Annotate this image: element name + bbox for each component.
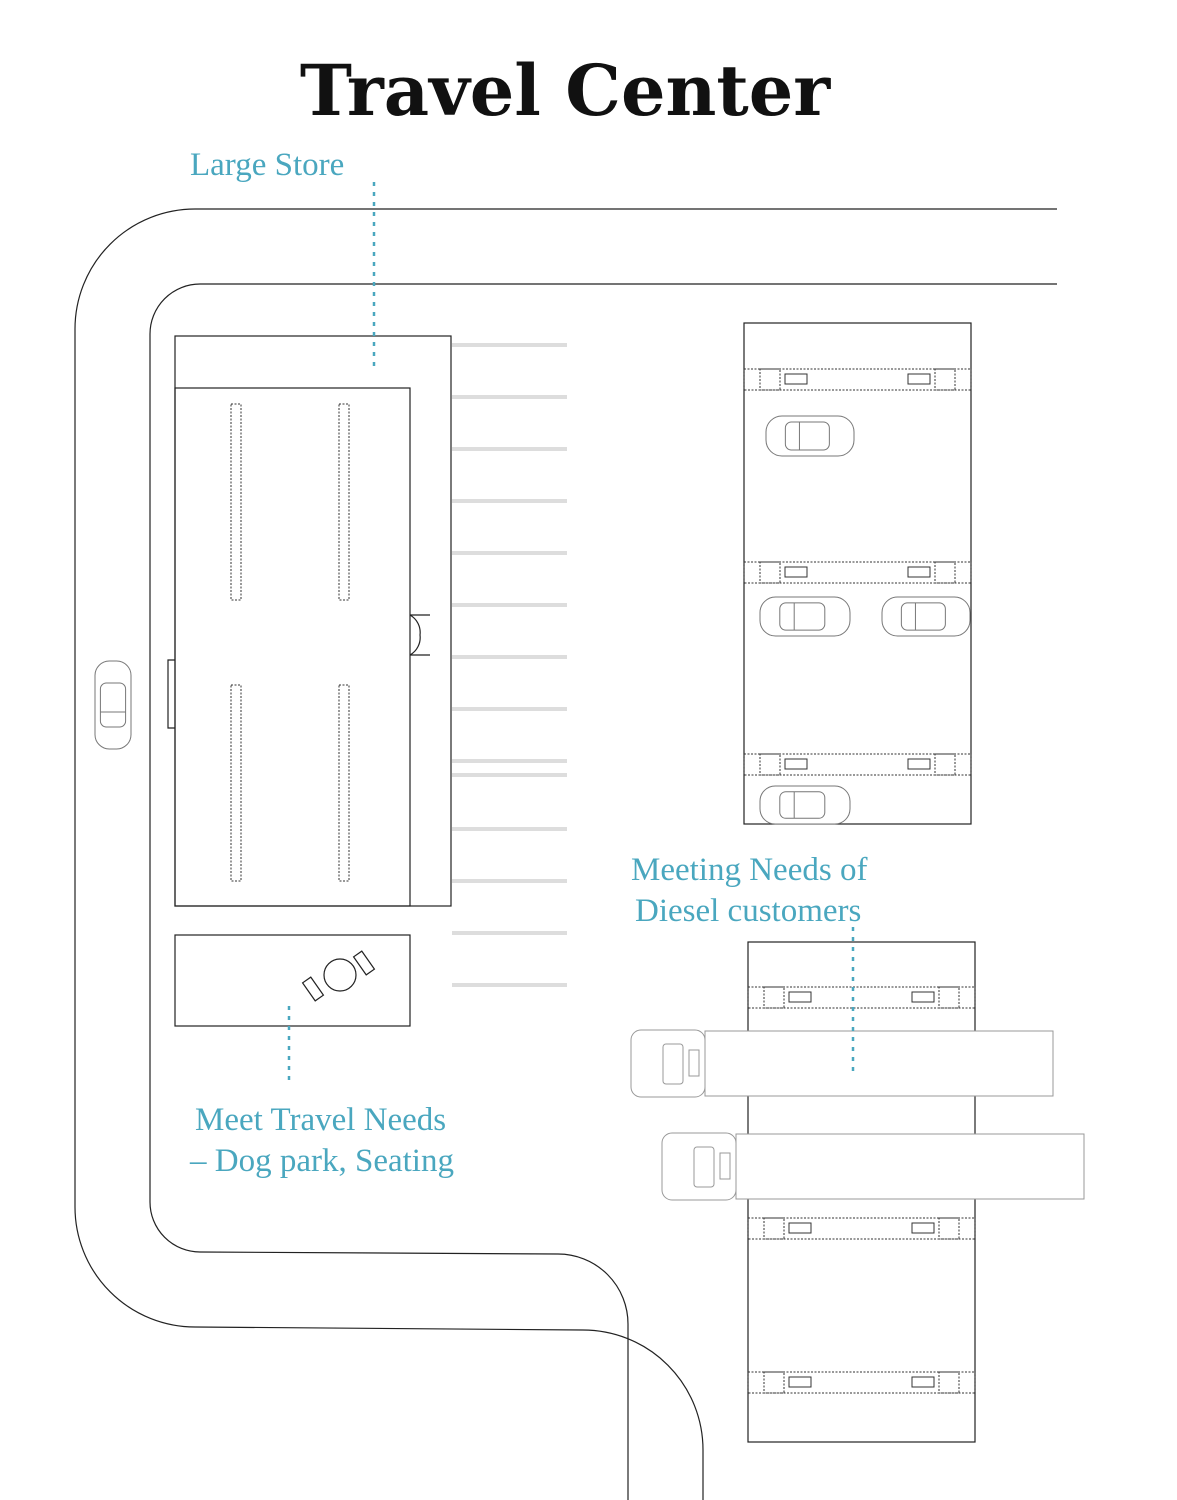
pump-island — [747, 1217, 976, 1240]
fuel-pump-icon — [784, 566, 808, 578]
pump-island — [743, 561, 972, 584]
truck-icon — [661, 1132, 1085, 1201]
door-icon — [409, 614, 430, 656]
callout-lines — [287, 182, 855, 1080]
fuel-pump-icon — [907, 758, 931, 770]
large-store-building — [167, 335, 452, 907]
fuel-pump-icon — [784, 373, 808, 385]
truck-icon — [630, 1029, 1054, 1098]
pump-island — [747, 986, 976, 1009]
label-diesel-line2: Diesel customers — [635, 893, 861, 929]
fuel-pump-icon — [907, 373, 931, 385]
parking-stripes — [452, 343, 567, 987]
shelf — [230, 403, 242, 601]
label-diesel-line1: Meeting Needs of — [631, 852, 867, 888]
car-icon — [94, 660, 132, 750]
car-icon — [765, 415, 855, 457]
car-icon — [759, 596, 851, 637]
label-travel-line1: Meet Travel Needs — [195, 1102, 446, 1138]
shelf — [338, 403, 350, 601]
pump-island — [743, 368, 972, 391]
shelf — [230, 684, 242, 882]
pump-island — [743, 753, 972, 776]
fuel-pump-icon — [911, 991, 935, 1003]
fuel-pump-icon — [788, 1222, 812, 1234]
fuel-pump-icon — [907, 566, 931, 578]
pump-island — [747, 1371, 976, 1394]
dog-park-seating-area — [174, 934, 411, 1027]
road — [74, 208, 1057, 1500]
fuel-pump-icon — [911, 1376, 935, 1388]
fuel-pump-icon — [788, 991, 812, 1003]
shelf — [338, 684, 350, 882]
label-large-store: Large Store — [190, 147, 344, 183]
car-icon — [881, 596, 971, 637]
diagram-title: Travel Center — [300, 49, 831, 132]
fuel-pump-icon — [788, 1376, 812, 1388]
side-entrance — [167, 659, 175, 729]
fuel-station-cars — [743, 322, 972, 825]
label-travel-line2: – Dog park, Seating — [189, 1143, 454, 1179]
car-icon — [759, 785, 851, 825]
fuel-pump-icon — [911, 1222, 935, 1234]
fuel-pump-icon — [784, 758, 808, 770]
